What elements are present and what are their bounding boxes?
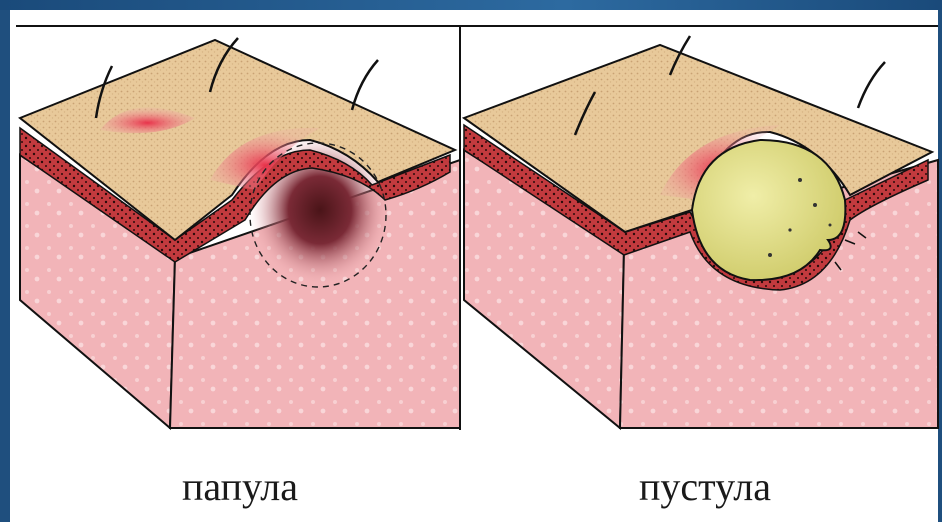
hair — [352, 60, 378, 110]
caption-papule: папула — [130, 462, 350, 512]
caption-pustule: пустула — [590, 462, 820, 512]
papule-illustration — [16, 26, 460, 428]
hair — [858, 62, 885, 108]
pustule-illustration — [460, 26, 938, 428]
